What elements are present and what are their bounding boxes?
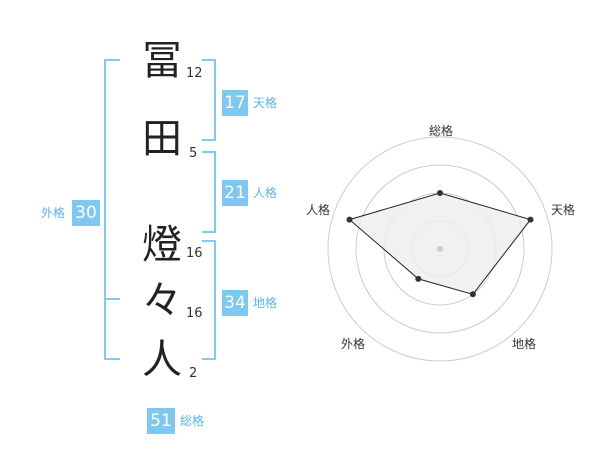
radar-center-dot [437, 246, 443, 252]
jinkaku-value: 21 [222, 180, 248, 206]
chikaku-bracket [202, 240, 216, 360]
name-char-4: 々 [142, 278, 182, 324]
stroke-count-1: 12 [186, 66, 203, 81]
name-char-1: 冨 [142, 38, 182, 84]
gaikaku-bracket [104, 59, 120, 360]
radar-axis-label-chikaku: 地格 [511, 337, 536, 351]
soukaku-label: 総格 [180, 414, 205, 428]
soukaku-value: 51 [147, 408, 175, 434]
jinkaku-bracket [202, 151, 216, 233]
radar-point-3 [469, 291, 476, 298]
tenkaku-bracket [202, 59, 216, 141]
radar-point-5 [346, 216, 353, 223]
radar-point-1 [437, 190, 443, 196]
jinkaku-label: 人格 [253, 186, 278, 200]
gaikaku-value: 30 [72, 200, 100, 226]
stroke-count-4: 16 [186, 306, 203, 321]
gaikaku-label: 外格 [41, 206, 66, 220]
stroke-count-2: 5 [189, 146, 198, 161]
radar-axis-label-soukaku: 総格 [428, 124, 453, 138]
name-char-5: 人 [142, 337, 182, 383]
name-char-2: 田 [142, 116, 182, 162]
chikaku-value: 34 [222, 290, 248, 316]
radar-point-4 [415, 275, 422, 282]
radar-series-area [348, 192, 532, 295]
radar-axis-label-jinkaku: 人格 [305, 203, 330, 217]
tenkaku-value: 17 [222, 90, 248, 116]
tenkaku-label: 天格 [253, 96, 278, 110]
name-char-3: 燈 [142, 222, 182, 268]
stroke-count-3: 16 [186, 246, 203, 261]
stroke-count-5: 2 [189, 366, 198, 381]
radar-ring [327, 136, 553, 362]
radar-axis-label-gaikaku: 外格 [340, 337, 365, 351]
gaikaku-bracket-tick [104, 298, 120, 300]
radar-point-2 [527, 216, 534, 223]
radar-axis-label-tenkaku: 天格 [550, 203, 575, 217]
chikaku-label: 地格 [253, 296, 278, 310]
radar-ring [355, 164, 525, 334]
